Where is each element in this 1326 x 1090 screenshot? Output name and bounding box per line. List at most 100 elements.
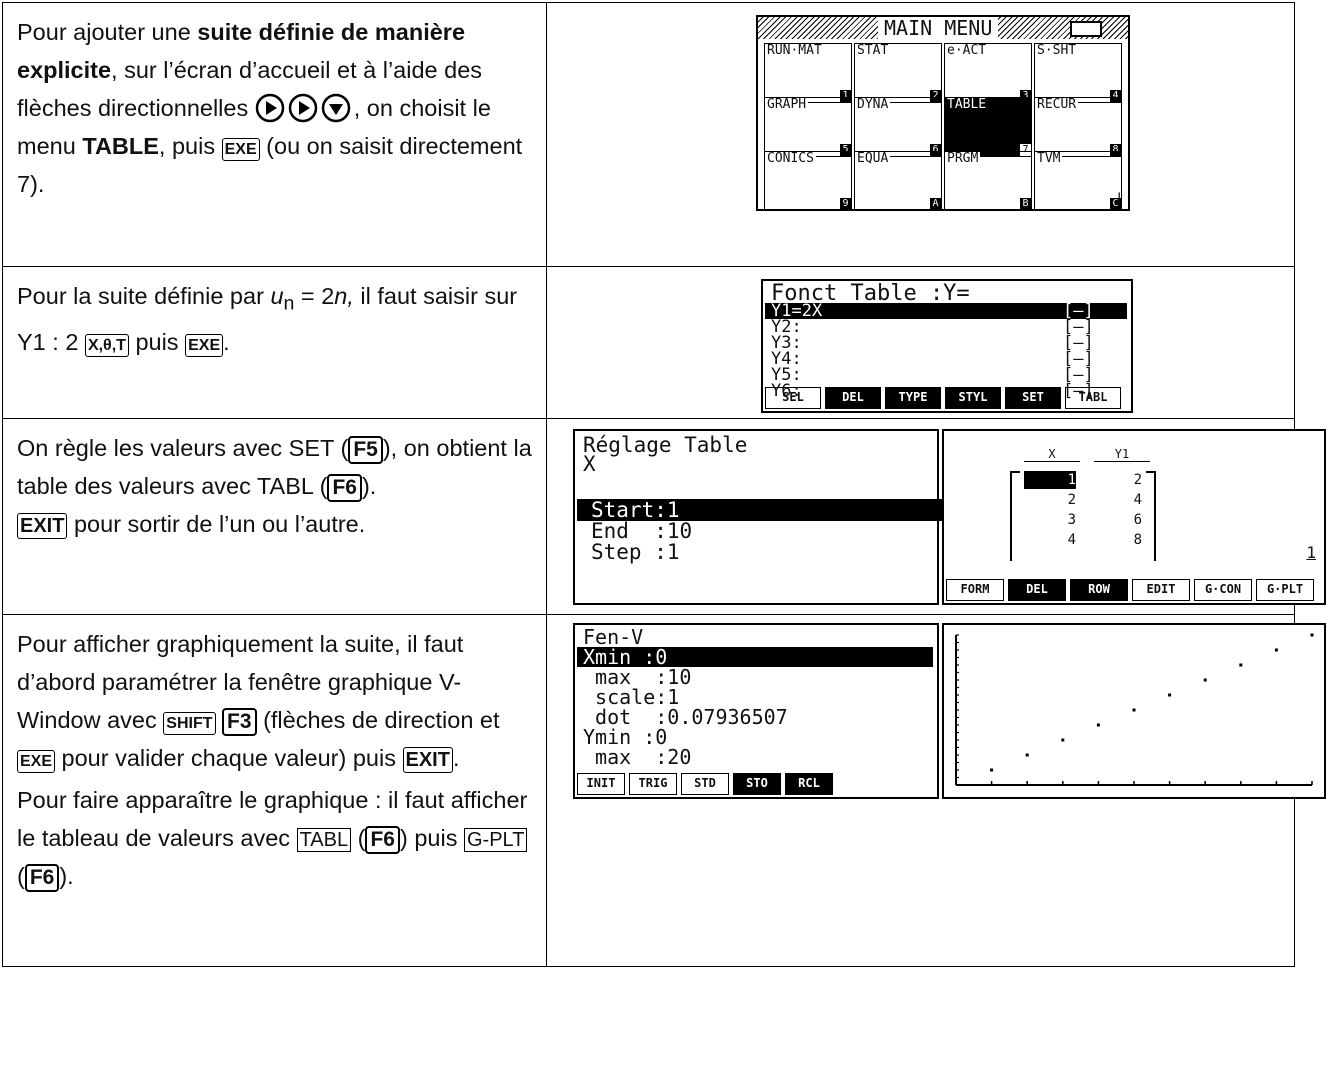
end-value[interactable]: End :10: [591, 519, 693, 543]
row-main-menu: Pour ajouter une suite définie de manièr…: [2, 2, 1295, 267]
fkey-trig[interactable]: TRIG: [629, 773, 677, 795]
menu-item-number: C: [1110, 198, 1121, 210]
f3-key: F3: [222, 708, 257, 736]
fkey-std[interactable]: STD: [681, 773, 729, 795]
fkey-styl[interactable]: STYL: [945, 387, 1001, 409]
text: , sur l’écran d’accueil et à l’aide des …: [17, 57, 483, 121]
fkey-edit[interactable]: EDIT: [1132, 579, 1190, 601]
f6-key: F6: [365, 826, 400, 854]
window-setting[interactable]: max :10: [583, 665, 692, 689]
data-point: [1239, 663, 1243, 667]
text: (ou on saisit directement 7).: [17, 133, 523, 197]
function-bracket: [—]: [1063, 333, 1094, 353]
menu-title-bar: MAIN MENU: [758, 17, 1128, 39]
fkey-form[interactable]: FORM: [946, 579, 1004, 601]
fkey-del[interactable]: DEL: [1008, 579, 1066, 601]
text-cell-1: Pour ajouter une suite définie de manièr…: [2, 2, 547, 267]
menu-item-number: 6: [930, 144, 941, 156]
menu-item-recur[interactable]: RECUR 8: [1034, 97, 1122, 157]
instruction-table: Pour ajouter une suite définie de manièr…: [2, 2, 1326, 967]
data-point: [1096, 723, 1100, 727]
fkey-row[interactable]: ROW: [1070, 579, 1128, 601]
window-setting[interactable]: Xmin :0: [577, 647, 933, 667]
text: ).: [361, 473, 377, 499]
shift-key: SHIFT: [163, 712, 216, 735]
table-cell-x[interactable]: 1: [1024, 471, 1076, 489]
text: .: [452, 745, 460, 771]
fkey-gcon[interactable]: G·CON: [1194, 579, 1252, 601]
text: , puis: [158, 133, 222, 159]
window-setting[interactable]: Ymin :0: [583, 725, 668, 749]
function-line[interactable]: Y1=2X: [765, 303, 1127, 320]
text: Pour afficher graphiquement la suite, il…: [17, 631, 464, 733]
function-bracket: [—]: [1063, 349, 1094, 369]
fkey-set[interactable]: SET: [1005, 387, 1061, 409]
fkey-gplt[interactable]: G·PLT: [1256, 579, 1314, 601]
table-cell-x[interactable]: 4: [1067, 532, 1076, 548]
table-cell-y1[interactable]: 2: [1133, 472, 1142, 488]
f6-key: F6: [327, 474, 362, 502]
fkey-rcl[interactable]: RCL: [785, 773, 833, 795]
table-cell-y1[interactable]: 4: [1133, 492, 1142, 508]
paragraph-2: Pour la suite définie par un = 2n, il fa…: [17, 277, 532, 361]
f6-key: F6: [24, 864, 60, 892]
fkey-sel[interactable]: SEL: [765, 387, 821, 409]
text: pour valider chaque valeur) puis: [55, 745, 403, 771]
function-line[interactable]: Y3:: [771, 333, 802, 353]
menu-item-dyna[interactable]: DYNA 6: [854, 97, 942, 157]
text: ).: [59, 863, 74, 889]
reglage-table-screen: Réglage Table X Start:1 End :10 Step :1: [573, 429, 943, 605]
menu-item-number: 8: [1110, 144, 1121, 156]
text: (: [17, 863, 25, 889]
window-setting[interactable]: max :20: [583, 745, 692, 769]
fkey-sto[interactable]: STO: [733, 773, 781, 795]
bold-text: suite définie de manière explicite: [17, 19, 466, 83]
data-point: [1310, 633, 1314, 637]
menu-item-equa[interactable]: EQUA A: [854, 151, 942, 211]
menu-item-label: GRAPH: [765, 97, 809, 112]
start-value[interactable]: Start:1: [577, 499, 943, 521]
table-cell-y1[interactable]: 8: [1133, 532, 1142, 548]
window-setting[interactable]: dot :0.07936507: [583, 705, 788, 729]
left-bracket: [1010, 471, 1020, 561]
text: Pour ajouter une: [17, 19, 198, 45]
data-point: [990, 768, 994, 772]
table-cell-y1[interactable]: 6: [1133, 512, 1142, 528]
menu-item-number: 2: [930, 90, 941, 102]
text: (flèches de direction et: [256, 707, 500, 733]
text-cell-3: On règle les valeurs avec SET (F5), on o…: [2, 418, 547, 615]
function-line[interactable]: Y4:: [771, 349, 802, 369]
fkey-del[interactable]: DEL: [825, 387, 881, 409]
fkey-init[interactable]: INIT: [577, 773, 625, 795]
menu-item-label: EQUA: [855, 151, 891, 166]
right-bracket: [1146, 471, 1156, 561]
step-value[interactable]: Step :1: [591, 540, 680, 564]
table-cell-x[interactable]: 3: [1067, 512, 1076, 528]
function-line[interactable]: Y2:: [771, 317, 802, 337]
fkey-tabl[interactable]: TABL: [1065, 387, 1121, 409]
table-cell-x[interactable]: 2: [1067, 492, 1076, 508]
f5-key: F5: [348, 436, 383, 464]
fkey-type[interactable]: TYPE: [885, 387, 941, 409]
menu-item-label: RECUR: [1035, 97, 1079, 112]
function-line[interactable]: Y6:: [771, 381, 802, 401]
function-line[interactable]: Y5:: [771, 365, 802, 385]
exit-key: EXIT: [402, 747, 453, 773]
menu-item-number: A: [930, 198, 941, 210]
italic-text: n,: [334, 283, 354, 309]
menu-item-label: CONICS: [765, 151, 816, 166]
menu-item-label: DYNA: [855, 97, 891, 112]
window-setting[interactable]: scale:1: [583, 685, 680, 709]
